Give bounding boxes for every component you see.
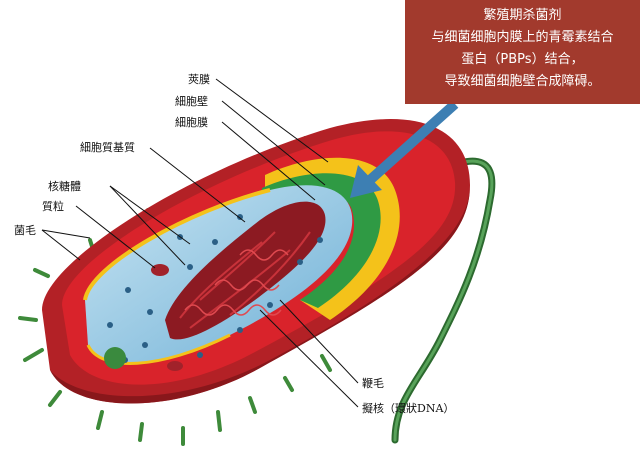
label-ribosome: 核糖體 — [48, 179, 81, 193]
label-pili: 菌毛 — [14, 224, 36, 237]
cell-membrane — [262, 173, 381, 308]
leader-lines — [41, 78, 359, 408]
label-cytoplasm: 細胞質基質 — [80, 140, 135, 154]
label-flagellum: 鞭毛 — [362, 376, 384, 390]
plasmid — [151, 264, 183, 371]
label-cell-membrane: 細胞膜 — [175, 116, 208, 129]
callout-line-2: 与细菌细胞内膜上的青霉素结合 — [431, 30, 614, 45]
nucleoid — [165, 201, 326, 340]
label-capsule: 莢膜 — [188, 73, 210, 86]
callout-box: 繁殖期杀菌剂 与细菌细胞内膜上的青霉素结合 蛋白（PBPs）结合， 导致细菌细胞… — [405, 0, 640, 104]
callout-line-4: 导致细菌细胞壁合成障碍。 — [444, 74, 601, 89]
callout-line-1: 繁殖期杀菌剂 — [483, 8, 562, 23]
label-cell-wall: 細胞壁 — [175, 94, 208, 108]
callout-line-3: 蛋白（PBPs）结合， — [461, 52, 584, 67]
ribosomes — [107, 214, 323, 363]
label-nucleoid: 擬核（環狀DNA） — [362, 401, 454, 415]
granule — [104, 347, 126, 369]
callout-arrow — [350, 100, 459, 198]
label-plasmid: 質粒 — [42, 199, 64, 213]
